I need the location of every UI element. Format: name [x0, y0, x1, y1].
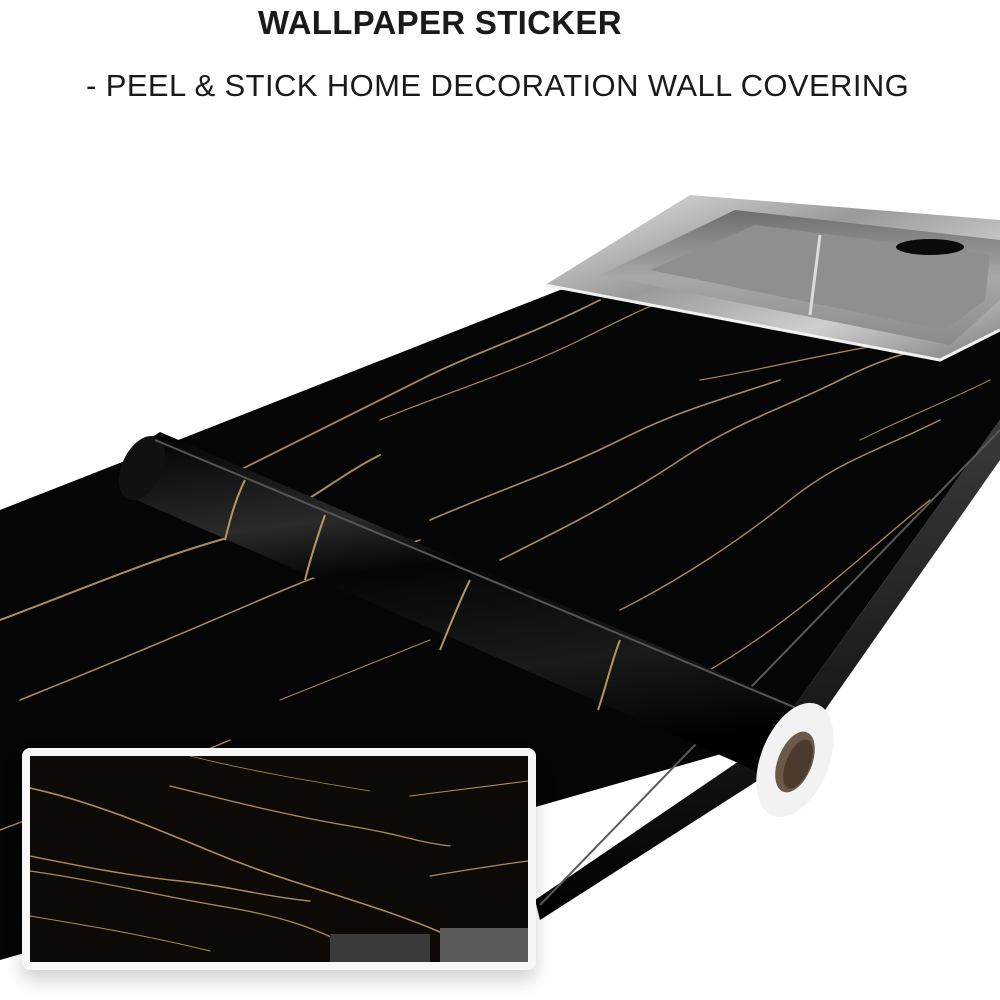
product-subtitle: - PEEL & STICK HOME DECORATION WALL COVE…	[86, 68, 910, 103]
marble-texture-swatch	[30, 756, 528, 962]
stainless-steel-sink	[544, 195, 1000, 362]
wallpaper-roll	[118, 432, 834, 818]
texture-closeup-inset	[22, 748, 536, 970]
product-title: WALLPAPER STICKER	[258, 4, 622, 41]
